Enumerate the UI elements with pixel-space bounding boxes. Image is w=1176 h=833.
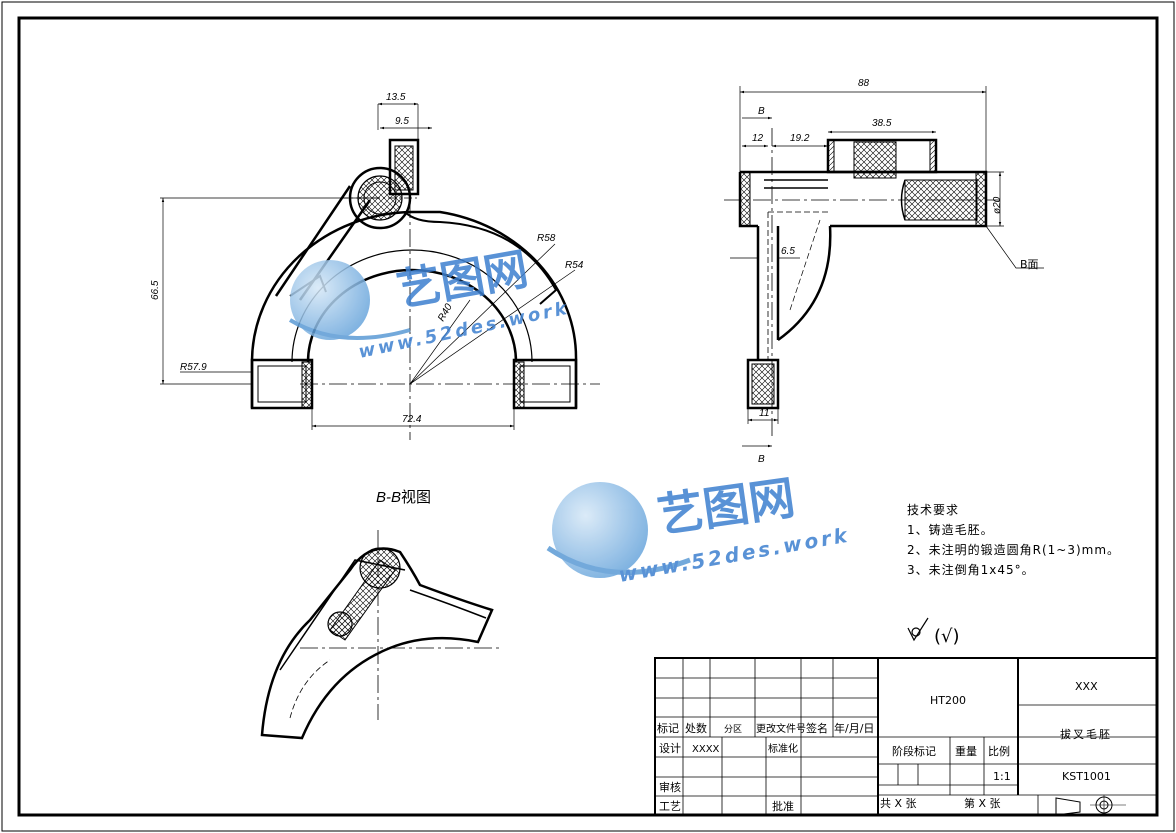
tech-item-1: 1、铸造毛胚。 [907,523,994,537]
header-date: 年/月/日 [834,721,874,735]
tech-title: 技术要求 [907,503,960,517]
check-label: 审核 [659,780,681,794]
scale-value: 1:1 [993,770,1011,783]
header-mark: 标记 [657,721,679,735]
watermark-2: 艺图网 www.52des.work [546,470,852,587]
sheets-total: 共 X 张 [880,797,917,810]
company-name: XXX [1075,680,1098,693]
section-bb-view [260,530,500,740]
design-label: 设计 [659,742,681,755]
title-block-grid [654,657,1158,816]
surface-b-label: B面 [1020,258,1039,271]
material: HT200 [930,694,966,707]
approve-label: 批准 [772,799,794,813]
dim-r57-9: R57.9 [180,362,207,373]
dim-12: 12 [752,133,764,144]
side-view-dimension-labels: 88 B 12 19.2 38.5 ø20 6.5 11 B [752,78,1003,465]
inner-frame [17,16,1159,817]
weight-label: 重量 [955,744,977,758]
svg-text:艺图网: 艺图网 [393,244,532,317]
dim-19-2: 19.2 [790,133,810,144]
dim-9-5: 9.5 [395,116,409,127]
roughness-note: (√) [934,626,960,647]
stage-label: 阶段标记 [892,744,936,758]
svg-text:www.52des.work: www.52des.work [357,298,572,363]
tech-item-2: 2、未注明的锻造圆角R(1~3)mm。 [907,543,1121,557]
sheet-number: 第 X 张 [964,796,1001,810]
header-change-doc: 更改文件号 [756,722,806,735]
dim-88: 88 [858,78,870,89]
front-view [160,102,600,440]
part-name: 拔叉毛胚 [1060,727,1112,741]
header-count: 处数 [685,722,707,735]
standardize-label: 标准化 [768,742,798,755]
section-bb-title: B-B视图 [376,488,432,506]
dim-13-5: 13.5 [386,92,406,103]
dim-r54: R54 [565,260,584,271]
dim-r58: R58 [537,233,556,244]
technical-requirements: 技术要求 1、铸造毛胚。 2、未注明的锻造圆角R(1~3)mm。 3、未注倒角1… [907,500,1120,580]
header-signature: 签名 [806,721,828,735]
dim-38-5: 38.5 [872,118,892,129]
drawing-number: KST1001 [1062,770,1111,783]
designer-name: XXXX [692,744,720,755]
side-view [724,86,1044,448]
dim-dia-20: ø20 [992,196,1003,214]
scale-label: 比例 [988,744,1010,758]
process-label: 工艺 [659,800,681,813]
watermark-1: 艺图网 www.52des.work [288,244,572,363]
svg-text:艺图网: 艺图网 [654,470,798,543]
tech-item-3: 3、未注倒角1x45°。 [907,563,1035,577]
dim-6-5: 6.5 [781,246,795,257]
dim-66-5: 66.5 [150,280,161,300]
section-marker-bottom: B [758,454,765,465]
title-block-text: 标记 处数 分区 更改文件号 签名 年/月/日 设计 XXXX 标准化 审核 工… [657,680,1112,813]
header-zone: 分区 [724,724,742,735]
roughness-symbol [907,617,929,642]
dim-11: 11 [759,408,769,419]
section-marker-top: B [758,106,765,117]
dim-72-4: 72.4 [402,414,422,425]
